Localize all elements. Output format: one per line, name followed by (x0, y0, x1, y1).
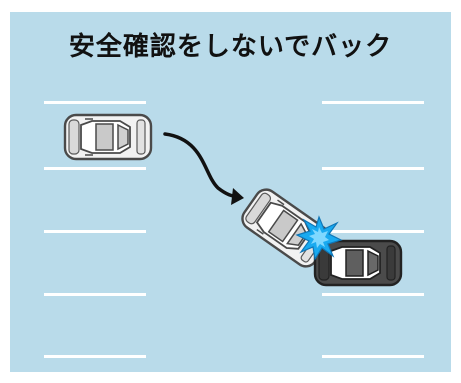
illustration: 安全確認をしないでバック (10, 12, 451, 372)
parking-line-right-4 (322, 293, 424, 296)
parking-line-left-4 (44, 293, 146, 296)
parking-line-right-2 (322, 167, 424, 170)
collision-burst-icon (295, 215, 343, 261)
parking-line-right-5 (322, 355, 424, 358)
parking-line-left-3 (44, 230, 146, 233)
parking-line-right-3 (322, 230, 424, 233)
curved-arrow-icon (163, 132, 244, 205)
vehicles-layer (63, 113, 403, 287)
light-car-icon (63, 113, 153, 161)
parking-line-right-1 (322, 101, 424, 104)
illustration-title: 安全確認をしないでバック (68, 32, 393, 62)
parking-line-left-5 (44, 355, 146, 358)
parking-line-left-2 (44, 167, 146, 170)
parking-line-left-1 (44, 101, 146, 104)
